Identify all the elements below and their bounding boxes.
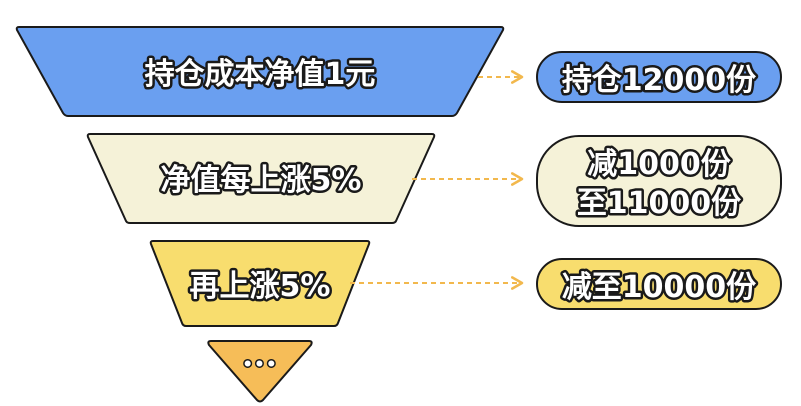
funnel-stage-2-label: 净值每上涨5% <box>161 163 362 198</box>
note-2: 减1000份 至11000份 <box>536 135 782 227</box>
note-1-text: 持仓12000份 <box>562 63 756 98</box>
note-3-pill <box>536 258 782 310</box>
funnel-stage-3-label: 再上涨5% <box>190 269 331 304</box>
note-2-pill <box>536 135 782 227</box>
funnel-stage-4-label: ••• <box>242 355 278 375</box>
funnel-stage-3-shape <box>149 240 371 327</box>
note-2-line-1: 减1000份 <box>587 147 731 182</box>
funnel-stage-4-shape <box>207 340 313 403</box>
funnel-stage-1-shape <box>15 26 505 117</box>
funnel-stage-2: 净值每上涨5% <box>86 133 436 224</box>
funnel-stage-2-shape <box>86 133 436 224</box>
funnel-stage-4: ••• <box>207 340 313 403</box>
funnel-stage-1: 持仓成本净值1元 <box>15 26 505 117</box>
funnel-stage-3: 再上涨5% <box>149 240 371 327</box>
note-3: 减至10000份 <box>536 258 782 310</box>
note-2-line-2: 至11000份 <box>577 186 741 221</box>
note-1-pill <box>536 51 782 103</box>
note-1: 持仓12000份 <box>536 51 782 103</box>
note-3-text: 减至10000份 <box>562 270 756 305</box>
funnel-stage-1-label: 持仓成本净值1元 <box>145 57 376 92</box>
